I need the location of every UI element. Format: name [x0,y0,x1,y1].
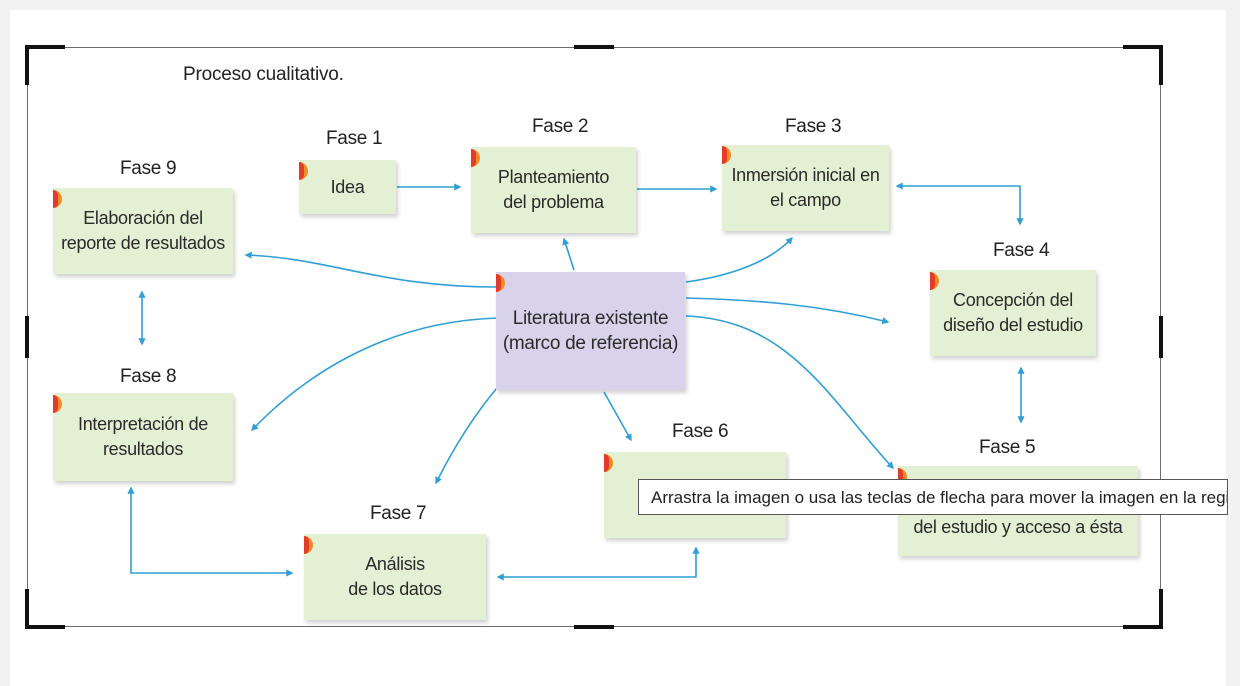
diagram-title: Proceso cualitativo. [183,64,344,85]
phase-label-5: Fase 5 [979,437,1036,458]
box-inmersion: Inmersión inicial en el campo [722,145,889,231]
box-interpretacion-text: Interpretación de resultados [78,414,208,459]
box-concepcion: Concepción del diseño del estudio [930,270,1096,356]
arrow-central-to-recoleccion [603,391,632,442]
box-interpretacion: Interpretación de resultados [53,393,233,481]
crop-corner-bottom-left[interactable] [25,625,65,629]
arrow-interpretacion-to-analisis [127,486,294,577]
crop-handle-top[interactable] [574,45,614,49]
arrow-central-to-elaboracion [244,251,498,288]
crop-corner-bottom-left-v[interactable] [25,589,29,629]
crop-handle-right[interactable] [1159,316,1163,358]
arrow-central-to-concepcion [685,297,890,325]
box-planteamiento-text: Planteamiento del problema [497,167,610,212]
box-planteamiento: Planteamiento del problema [471,147,636,233]
box-muestra-text: del estudio y acceso a ésta [913,517,1123,537]
box-analisis: Análisis de los datos [304,534,486,620]
phase-label-3: Fase 3 [785,116,842,137]
box-concepcion-text: Concepción del diseño del estudio [943,290,1083,335]
phase-label-1: Fase 1 [326,128,383,149]
crop-corner-bottom-right-v[interactable] [1159,589,1163,629]
arrow-central-to-interpretacion [251,317,498,432]
crop-handle-left[interactable] [25,316,29,358]
arrow-central-to-inmersion [685,236,793,283]
crop-handle-bottom[interactable] [574,625,614,629]
arrow-central-to-analisis [435,387,498,485]
phase-label-7: Fase 7 [370,503,427,524]
arrow-central-to-muestra [685,315,894,470]
phase-label-8: Fase 8 [120,366,177,387]
box-idea-text: Idea [330,176,365,197]
drag-hint-tooltip: Arrastra la imagen o usa las teclas de f… [638,479,1228,515]
box-analisis-text: Análisis de los datos [348,554,442,599]
arrow-analisis-to-fase6 [496,546,700,581]
box-idea: Idea [299,160,396,214]
crop-corner-bottom-right[interactable] [1123,625,1163,629]
crop-corner-top-left[interactable] [25,45,65,49]
phase-label-2: Fase 2 [532,116,589,137]
box-inmersion-text: Inmersión inicial en el campo [731,165,880,210]
phase-label-4: Fase 4 [993,240,1050,261]
arrow-central-to-planteamiento [562,237,575,271]
crop-corner-top-right[interactable] [1123,45,1163,49]
box-literatura-text: Literatura existente (marco de referenci… [502,308,679,354]
phase-label-9: Fase 9 [120,158,177,179]
box-elaboracion-text: Elaboración del reporte de resultados [61,208,225,253]
phase-label-6: Fase 6 [672,421,729,442]
crop-corner-top-left-v[interactable] [25,45,29,85]
box-literatura-central: Literatura existente (marco de referenci… [496,272,685,390]
box-elaboracion: Elaboración del reporte de resultados [53,188,233,274]
crop-corner-top-right-v[interactable] [1159,45,1163,85]
arrow-inmersion-to-concepcion [895,182,1024,226]
